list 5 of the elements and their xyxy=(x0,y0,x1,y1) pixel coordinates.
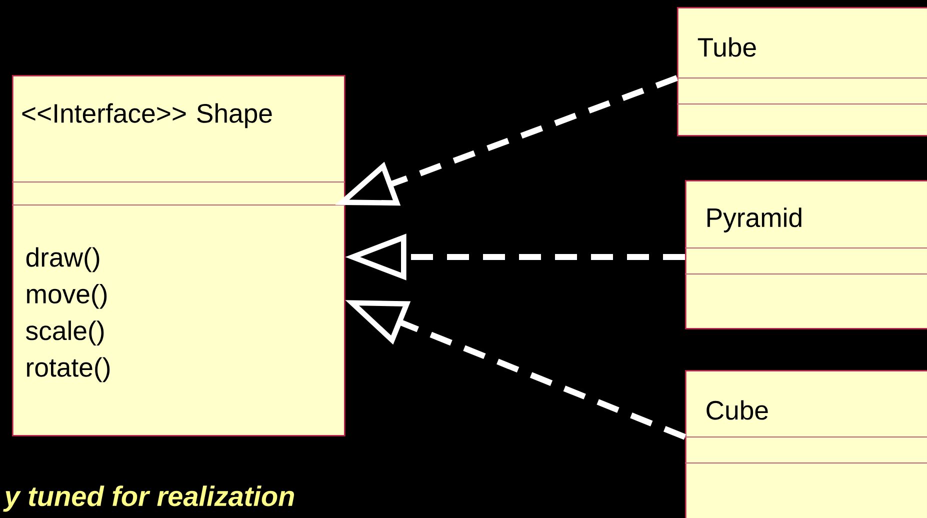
class-box: Cube xyxy=(685,370,927,518)
class-box: Pyramid xyxy=(685,180,927,330)
class-box: <<Interface>> Shape draw() move() scale() rotate() xyxy=(12,75,346,436)
note-text: y tuned for realization xyxy=(3,486,294,512)
class-box: Tube xyxy=(677,7,927,136)
